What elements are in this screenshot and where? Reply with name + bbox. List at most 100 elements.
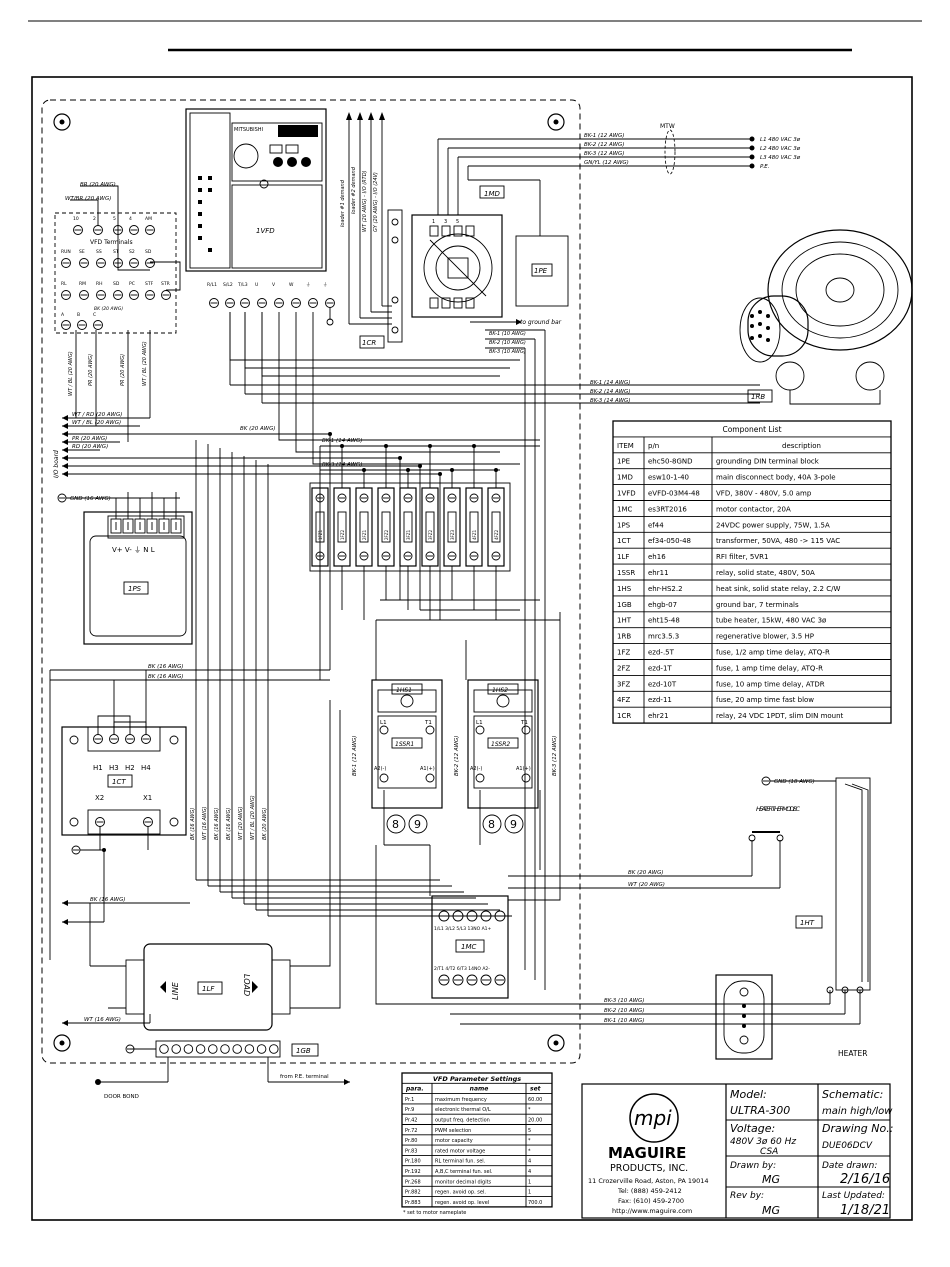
updated-label: Last Updated: [822, 1191, 885, 1201]
terminal-screw [95, 817, 105, 827]
vfd-control-terminal-label: RH [96, 281, 103, 287]
ssr2-ref9: 9 [510, 818, 517, 831]
fuse-label: 3FZ2 [428, 529, 433, 540]
wire-bk3-12: BK-3 (12 AWG) [584, 151, 624, 157]
heater-element [844, 783, 863, 982]
bus-wire [375, 845, 440, 1005]
wire-bk20-vfd: BK (20 AWG) [94, 306, 123, 312]
io-board-label: I/O board [53, 450, 60, 478]
component-item: 1HT [617, 617, 632, 625]
ground-bar-screw [159, 1044, 169, 1054]
control-relay: 1CR [359, 209, 403, 349]
terminal-screw [403, 493, 413, 503]
component-item: 1LF [617, 553, 629, 561]
relay-label: 1CR [362, 339, 376, 347]
vfd-param-id: Pr.80 [405, 1138, 417, 1144]
ct-x-label: X2 [95, 794, 104, 802]
component-pn: ezd-1T [648, 664, 672, 672]
fuse-holder [355, 487, 373, 567]
component-table-header: ITEM [617, 442, 634, 450]
component-description: fuse, 20 amp time fast blow [716, 696, 814, 704]
ground-bar-screw [183, 1044, 194, 1054]
bus-wire [508, 740, 561, 901]
vfd-param-id: Pr.883 [405, 1200, 421, 1206]
terminal-screw [291, 298, 301, 308]
logo-text: mpi [634, 1106, 672, 1130]
component-description: fuse, 10 amp time delay, ATDR [716, 680, 825, 688]
ssr2-label: 1SSR2 [491, 741, 510, 748]
component-item: 1FZ [617, 649, 630, 657]
component-item: 1GB [617, 601, 632, 609]
component-pn: esw10-1-40 [648, 474, 689, 482]
vfd-param-id: Pr.1 [405, 1097, 414, 1103]
md-terminal [453, 297, 463, 309]
vfd-control-terminal-label: 2 [93, 216, 96, 222]
vfd-control-terminal-label: RM [79, 281, 86, 287]
ground-icon [326, 318, 334, 326]
component-pn: ef44 [648, 521, 664, 529]
component-item: 3FZ [617, 680, 630, 688]
terminal-screw [145, 290, 155, 300]
vfd-control-terminal-label: B [77, 312, 80, 318]
wire-bk2-10-md: BK-2 (10 AWG) [489, 340, 526, 346]
filter-label: 1LF [202, 985, 215, 993]
vfd-param-id: Pr.882 [405, 1190, 421, 1196]
vfd-param-id: Pr.42 [405, 1118, 417, 1124]
vfd-power-terminal-label: V [272, 282, 276, 288]
terminal-screw [480, 910, 492, 922]
ps-terminal-labels: V+ V- ⏚ N L [112, 546, 155, 554]
terminal-screw [491, 551, 501, 561]
terminal-screw [61, 290, 71, 300]
fuse-label: 2FZ1 [362, 529, 367, 540]
junction-box [715, 974, 773, 1060]
vfd-power-terminal-label: ⏚ [306, 281, 311, 288]
mpi-logo-icon [629, 1093, 679, 1143]
vfd-param-value: * [528, 1148, 531, 1154]
mc-top-terminals: 1/L1 3/L2 5/L3 13NO A1+ [434, 926, 492, 932]
fuse-holder [443, 487, 461, 567]
schematic-value: main high/low [822, 1106, 893, 1117]
drawing-frame [31, 76, 913, 1221]
vfd-table-frame [401, 1072, 553, 1208]
rev-by-label: Rev by: [730, 1191, 764, 1201]
voltage-sub: CSA [760, 1147, 778, 1157]
ct-secondary-wires: BK (16 AWG)WT (16 AWG)BK (16 AWG)BK (16 … [190, 440, 512, 917]
wire-wtrd: WT / RD (20 AWG) [72, 412, 122, 418]
terminal-screw [79, 290, 89, 300]
vfd-control-terminal-label: STR [161, 281, 170, 287]
md-terminal [441, 225, 451, 237]
fuse-body [359, 511, 369, 543]
component-pn: ehr-HS2.2 [648, 585, 683, 593]
wire-bk2-14-blower: BK-2 (14 AWG) [590, 389, 630, 395]
terminal-screw [381, 493, 391, 503]
terminal-screw [61, 320, 71, 330]
ct-secondary-label: BK (20 AWG) [262, 808, 268, 840]
wire-bk1-10-heater: BK-1 (10 AWG) [604, 1018, 644, 1024]
vfd-terminals-title: VFD Terminals [90, 239, 133, 246]
ground-icon [71, 845, 81, 855]
vfd-power-terminal-label: T/L3 [237, 282, 248, 288]
heater-terminal [841, 986, 849, 994]
bus-wire [229, 312, 520, 361]
terminal-screw [425, 493, 435, 503]
vfd-param-value: 1 [528, 1190, 531, 1196]
fuse-holder [333, 487, 351, 567]
component-item: 1CR [617, 712, 631, 720]
heater-element [851, 783, 869, 982]
line-l1: L1 480 VAC 3ø [760, 137, 801, 143]
pe-block: 1PE [515, 235, 569, 307]
component-pn: eht15-48 [648, 617, 680, 625]
vfd-param-id: Pr.180 [405, 1159, 421, 1165]
company-name: MAGUIRE [608, 1144, 686, 1162]
contactor-label: 1MC [461, 943, 476, 951]
wire-wt16-lf: WT (16 AWG) [84, 1017, 121, 1023]
ps-label: 1PS [128, 585, 142, 593]
terminal-screw [209, 298, 219, 308]
vfd-unit: MITSUBISHI 1VFD [185, 108, 327, 272]
fuse-label: 1FZ1 [318, 529, 323, 540]
ct-secondary-label: BK (16 AWG) [226, 808, 232, 840]
